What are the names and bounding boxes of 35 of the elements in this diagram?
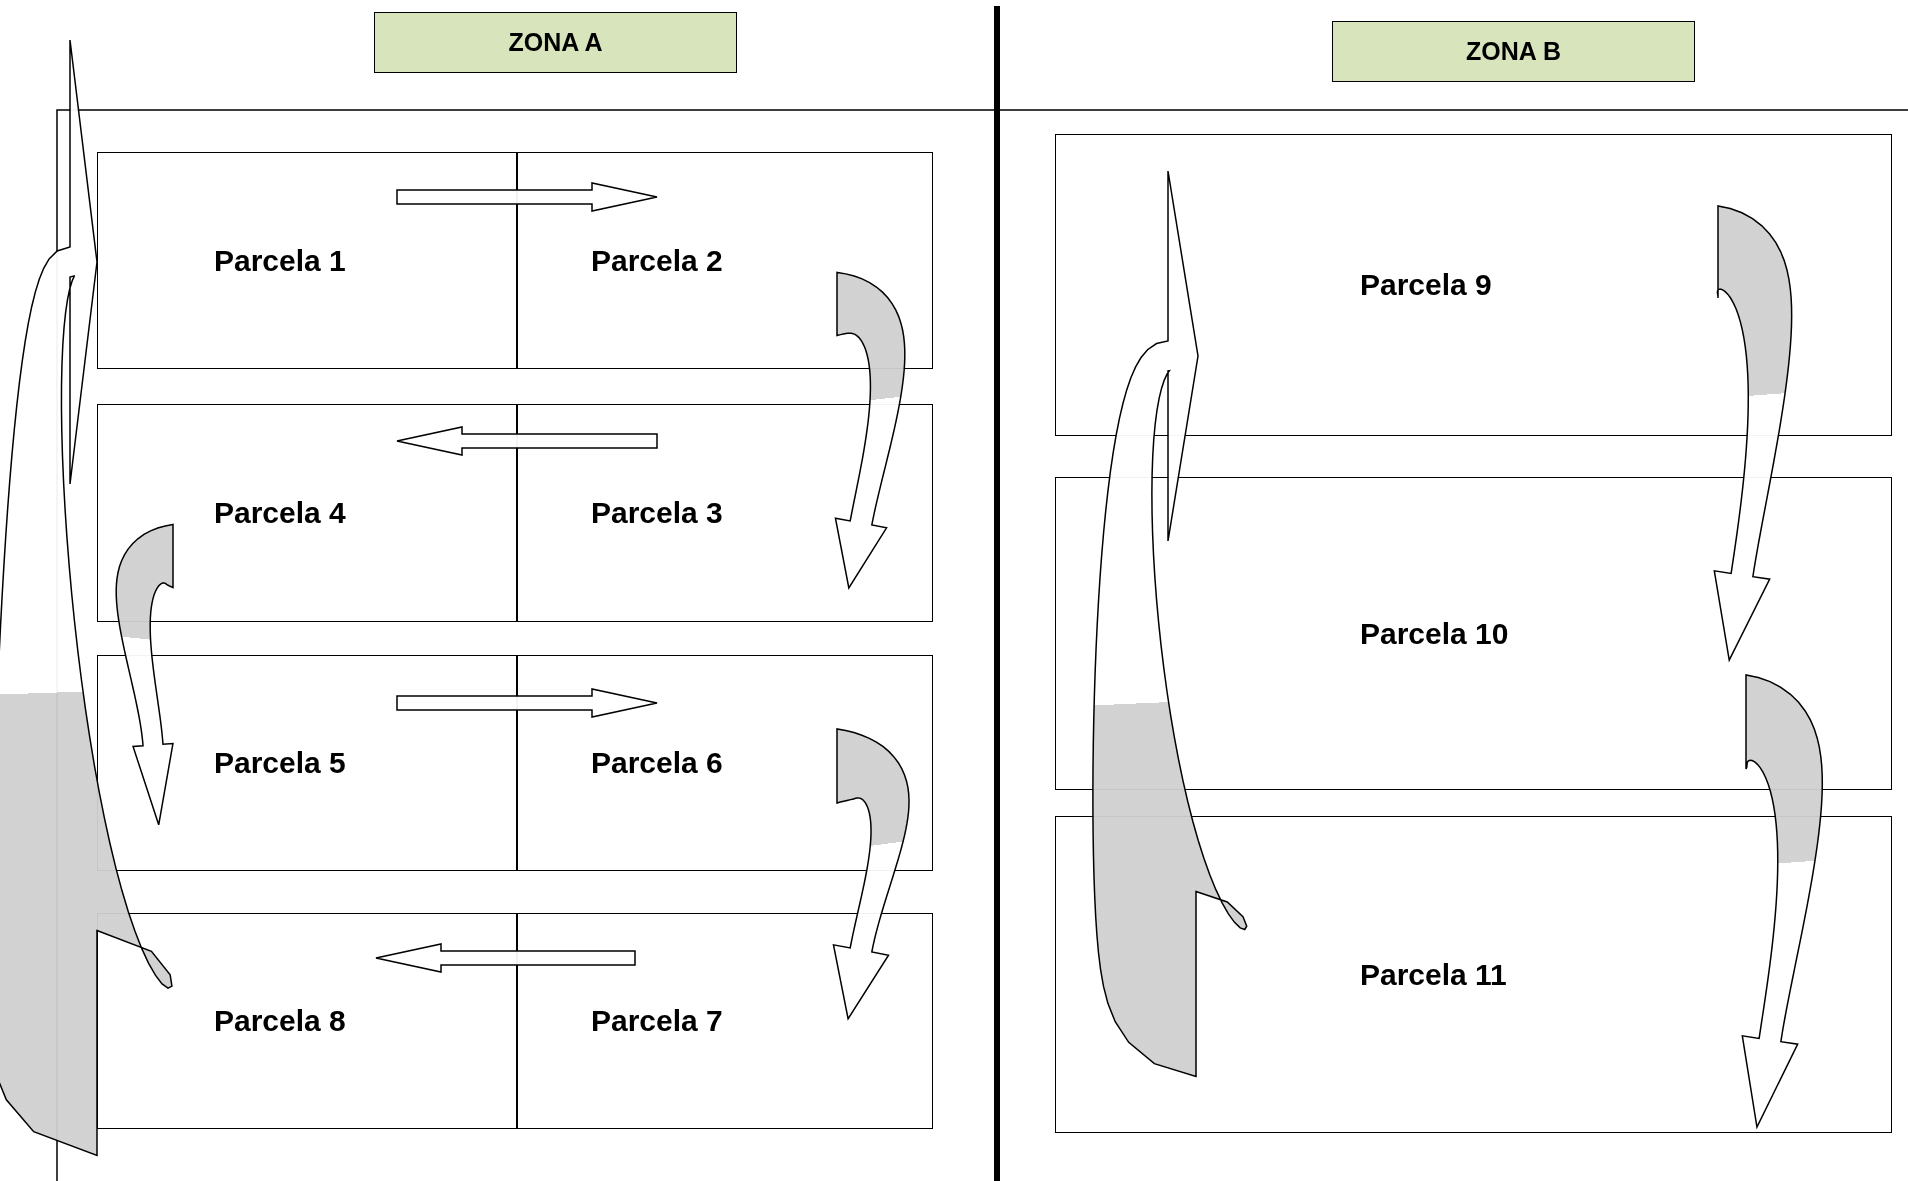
parcel-box (1055, 134, 1892, 436)
parcel-box (1055, 816, 1892, 1133)
curved-block-arrow (834, 271, 906, 590)
parcel-label: Parcela 2 (591, 243, 723, 278)
parcel-label: Parcela 8 (214, 1004, 346, 1038)
parcel-label: Parcela 6 (591, 746, 723, 780)
parcel-box (1055, 477, 1892, 790)
block-arrow (396, 426, 658, 456)
parcel-box (97, 404, 517, 622)
curved-block-arrow (1092, 170, 1248, 1078)
curved-block-arrow (1741, 674, 1824, 1130)
zone-label: ZONA A (508, 28, 603, 57)
parcel-label: Parcela 10 (1360, 616, 1509, 651)
block-arrow (396, 688, 658, 718)
block-arrow (375, 943, 636, 973)
parcel-box (517, 152, 933, 369)
curved-block-arrow (832, 728, 910, 1021)
parcel-label: Parcela 1 (214, 243, 346, 278)
zone-header-box (1332, 21, 1695, 82)
parcel-box (517, 404, 933, 622)
parcel-label: Parcela 3 (591, 496, 723, 530)
block-arrow (396, 182, 658, 212)
parcel-box (97, 152, 517, 369)
parcel-box (517, 913, 933, 1129)
zone-header-box (374, 12, 737, 73)
parcel-box (517, 655, 933, 871)
curved-block-arrow (1713, 205, 1793, 663)
parcel-label: Parcela 9 (1360, 268, 1492, 302)
zone-label: ZONA B (1466, 37, 1561, 66)
curved-block-arrow (0, 39, 173, 1157)
parcel-label: Parcela 11 (1360, 957, 1507, 992)
parcel-label: Parcela 5 (214, 746, 346, 780)
parcel-label: Parcela 4 (214, 496, 346, 530)
parcel-label: Parcela 7 (591, 1004, 723, 1038)
curved-block-arrow (115, 523, 174, 826)
